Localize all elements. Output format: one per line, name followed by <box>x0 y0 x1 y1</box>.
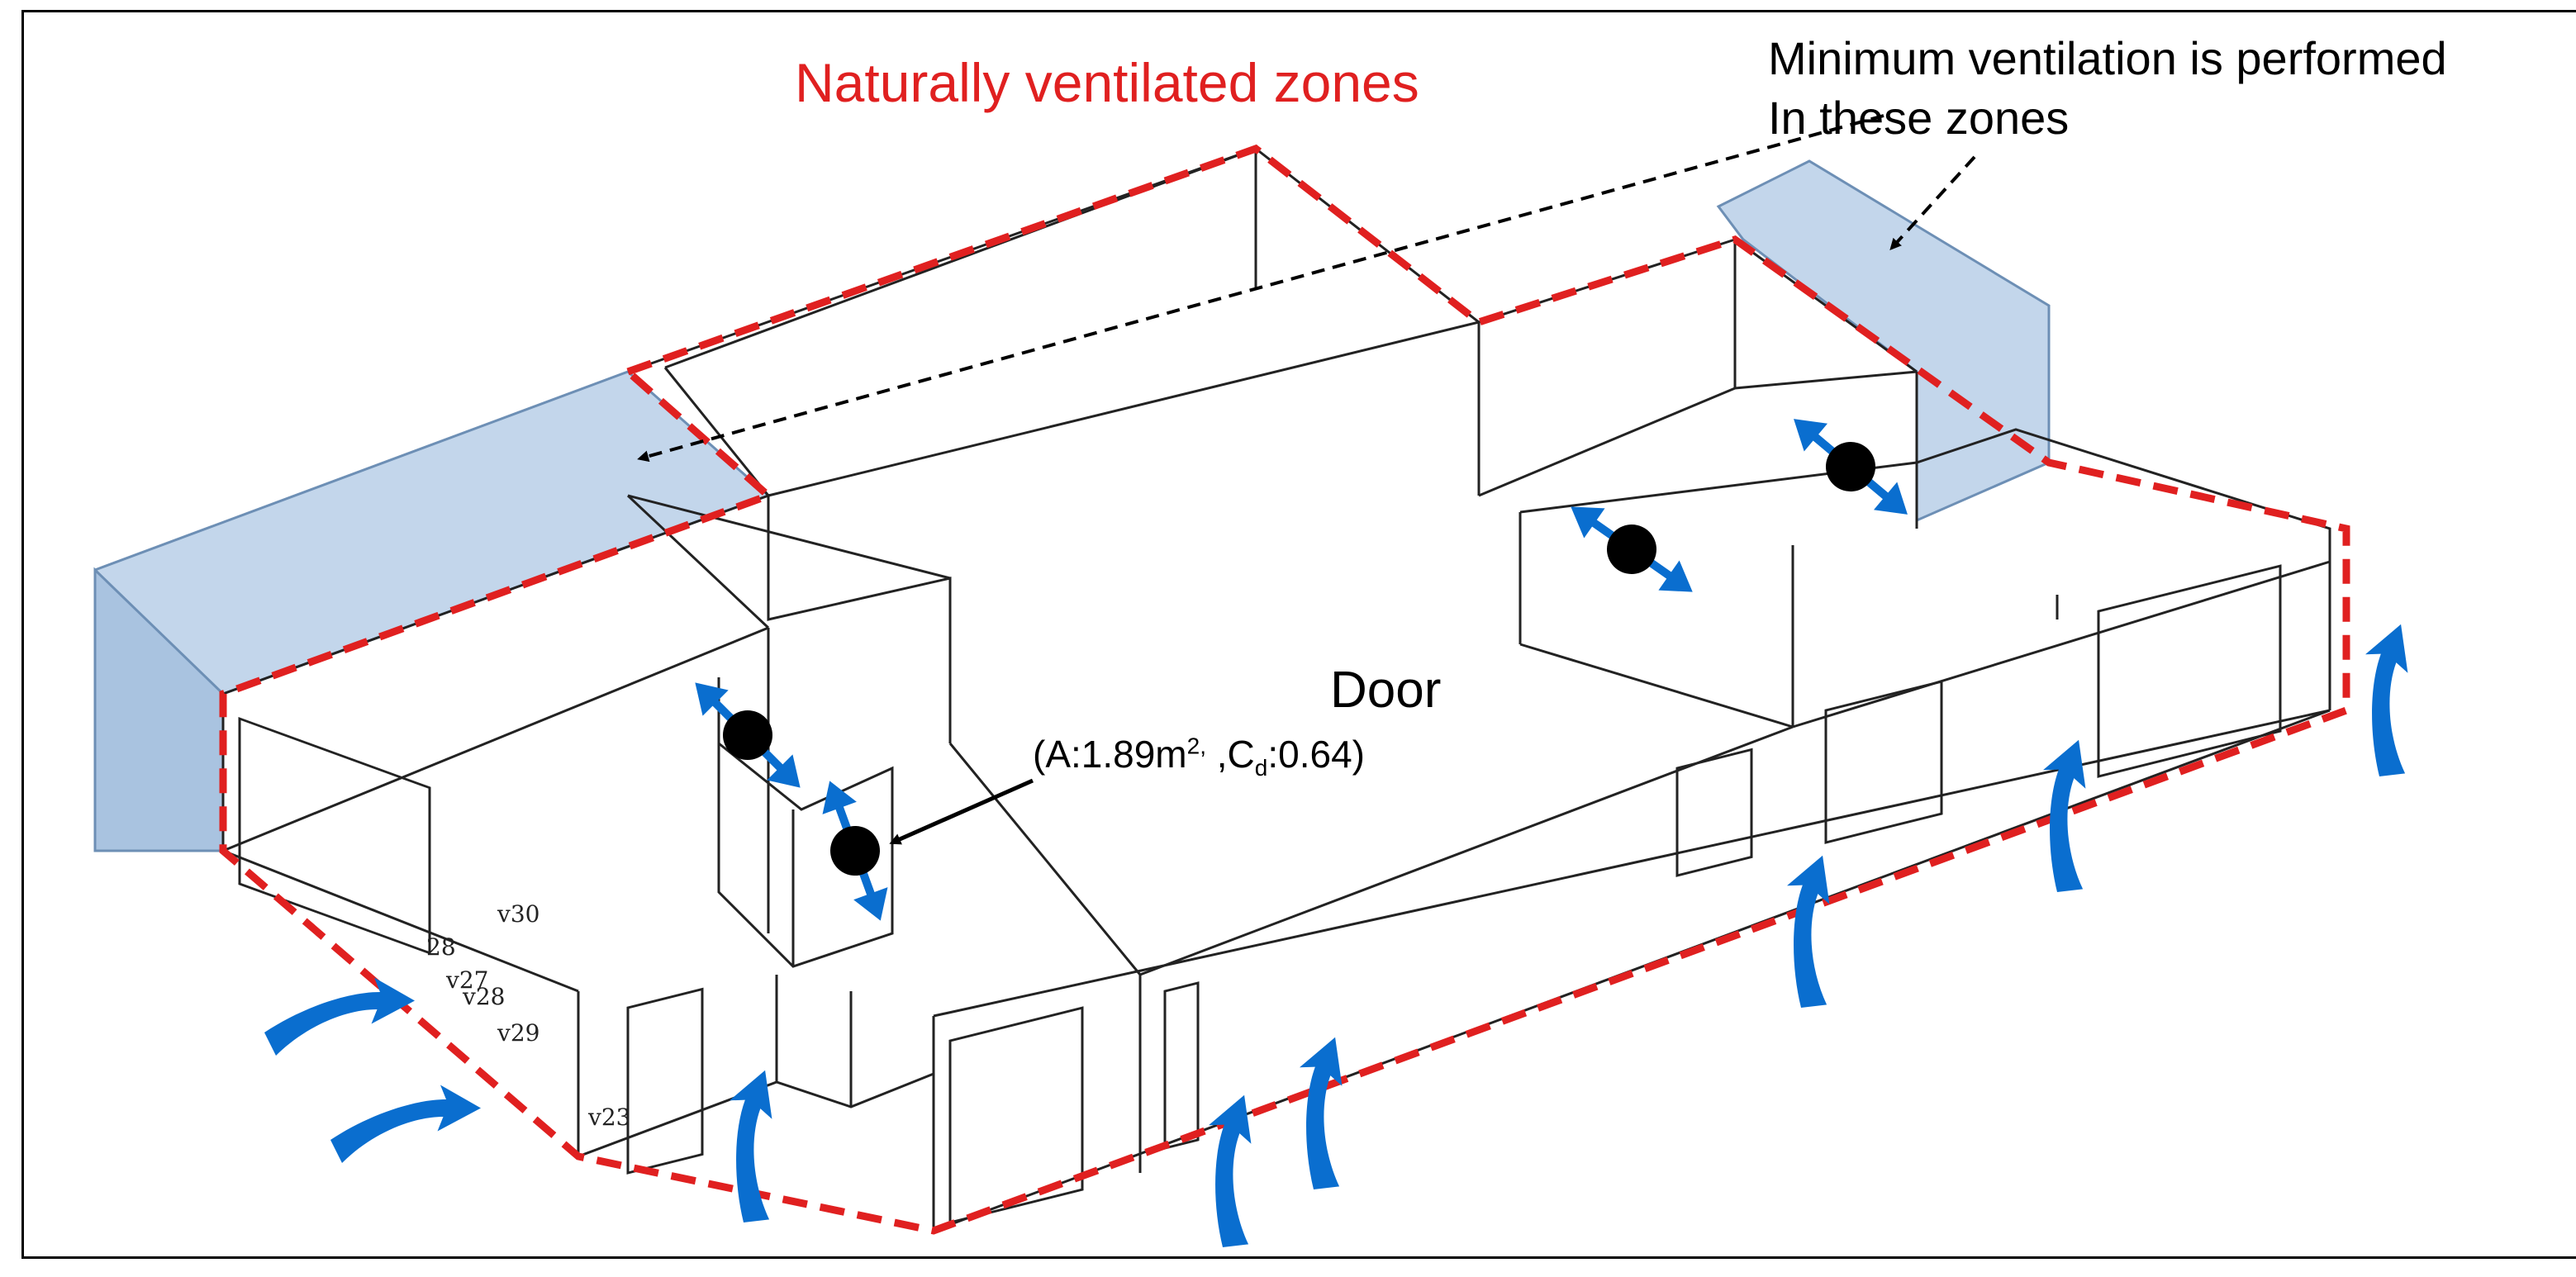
curved-airflow-arrow-icon <box>1171 1087 1296 1256</box>
door-spec-mid: ,C <box>1206 733 1255 776</box>
vent-label-v28: v28 <box>463 983 506 1010</box>
vent-label-v23: v23 <box>588 1104 631 1131</box>
bidirectional-door-flow-icon <box>822 781 888 921</box>
building-wireframe <box>221 147 2331 1232</box>
door-pointer <box>889 778 1034 845</box>
pointer-to-west-zone <box>637 114 1884 463</box>
door-spec-sub: d <box>1254 755 1268 781</box>
vent-label-v29: v29 <box>497 1019 540 1047</box>
door-spec-suffix: :0.64) <box>1267 733 1365 776</box>
annotation-pointers <box>637 114 1976 463</box>
curved-airflow-arrow-icon <box>1749 847 1875 1016</box>
curved-airflow-arrow-icon <box>1262 1029 1387 1198</box>
door-flow-markers <box>695 419 1908 921</box>
vent-label-v30: v30 <box>497 900 540 928</box>
door-spec-sup: 2, <box>1186 733 1206 759</box>
curved-airflow-arrow-icon <box>330 1085 481 1163</box>
bidirectional-door-flow-icon <box>695 682 801 788</box>
vent-label-28: 28 <box>426 933 456 961</box>
door-spec-prefix: (A:1.89m <box>1033 733 1187 776</box>
door-label: Door <box>1330 662 1442 719</box>
bidirectional-door-flow-icon <box>1794 419 1908 515</box>
figure-frame <box>21 10 2576 1259</box>
minimum-ventilation-note-line2: In these zones <box>1768 92 2070 144</box>
door-spec-label: (A:1.89m2, ,Cd:0.64) <box>1033 733 1365 781</box>
bidirectional-door-flow-icon <box>1571 506 1693 592</box>
natural-zone-boundary <box>219 144 2350 1235</box>
curved-airflow-arrow-icon <box>264 977 415 1056</box>
diagram-title: Naturally ventilated zones <box>795 52 1419 113</box>
vent-label-v27: v27 <box>446 966 489 994</box>
minimum-ventilation-note-line1: Minimum ventilation is performed <box>1768 32 2447 84</box>
